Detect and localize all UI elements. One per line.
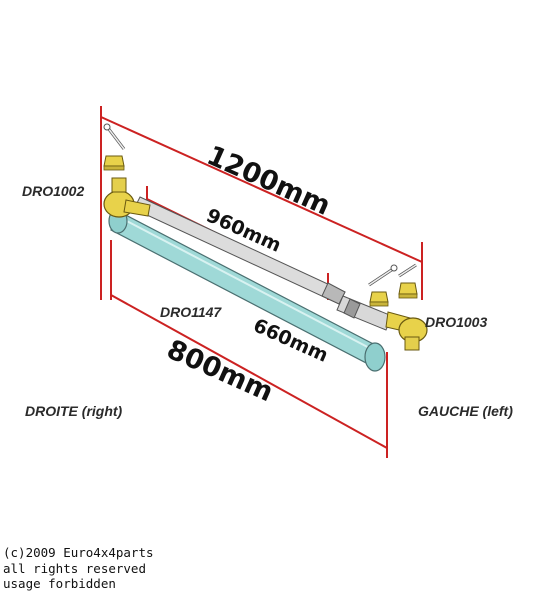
label-gauche: GAUCHE (left) xyxy=(418,403,513,419)
label-dim-800: 800mm xyxy=(162,334,278,408)
label-droite: DROITE (right) xyxy=(25,403,123,419)
right-cotter-pin-1 xyxy=(368,264,398,287)
left-castle-nut xyxy=(103,155,125,171)
label-dro1147: DRO1147 xyxy=(160,304,222,320)
dim-1200-line xyxy=(100,116,423,263)
right-ball-joint xyxy=(368,263,428,351)
label-dro1003: DRO1003 xyxy=(425,314,487,330)
inner-rod xyxy=(133,196,393,331)
dim-800-line xyxy=(110,294,388,449)
copyright-notice: (c)2009 Euro4x4parts all rights reserved… xyxy=(3,545,154,592)
label-dro1002: DRO1002 xyxy=(22,183,84,199)
right-cotter-pin-2 xyxy=(398,263,417,278)
right-castle-nut-1 xyxy=(369,291,389,307)
copyright-line-1: (c)2009 Euro4x4parts xyxy=(3,545,154,560)
copyright-line-3: usage forbidden xyxy=(3,576,116,591)
left-ball-joint xyxy=(103,123,151,218)
left-cotter-pin xyxy=(103,123,126,150)
copyright-line-2: all rights reserved xyxy=(3,560,146,576)
right-castle-nut-2 xyxy=(398,282,418,299)
